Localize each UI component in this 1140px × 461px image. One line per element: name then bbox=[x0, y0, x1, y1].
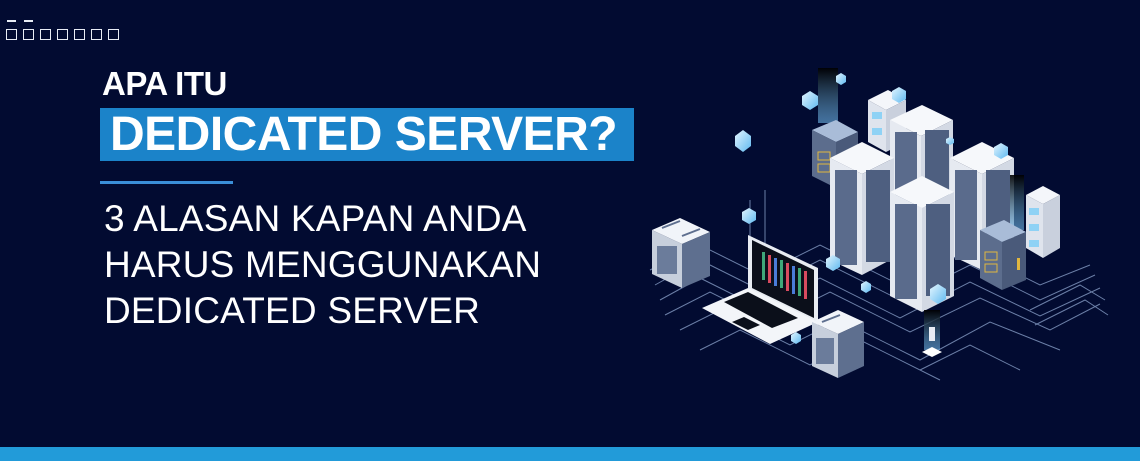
subtitle-line: HARUS MENGGUNAKAN bbox=[104, 244, 542, 285]
server-rack-icon bbox=[652, 218, 710, 288]
server-rack-icon bbox=[1026, 186, 1060, 258]
bar-chart-icon bbox=[762, 252, 807, 299]
cloud-cube-icon bbox=[735, 73, 1008, 344]
server-rack-icon bbox=[980, 175, 1026, 290]
missing-glyph-icon bbox=[6, 20, 17, 40]
kicker-heading: APA ITU bbox=[102, 65, 227, 102]
missing-glyph-icon bbox=[74, 29, 85, 40]
missing-glyph-icon bbox=[57, 29, 68, 40]
server-rack-icon bbox=[922, 310, 942, 357]
accent-divider bbox=[100, 181, 233, 184]
subtitle: 3 ALASAN KAPAN ANDA HARUS MENGGUNAKAN DE… bbox=[104, 196, 541, 334]
subtitle-line: DEDICATED SERVER bbox=[104, 290, 481, 331]
missing-glyph-icon bbox=[91, 29, 102, 40]
data-center-illustration bbox=[649, 68, 1109, 381]
server-rack-icon bbox=[830, 142, 894, 275]
page-title: DEDICATED SERVER? bbox=[110, 108, 618, 161]
broken-image-alt-text bbox=[6, 20, 119, 40]
server-rack-icon bbox=[890, 176, 954, 312]
subtitle-line: 3 ALASAN KAPAN ANDA bbox=[104, 198, 527, 239]
server-rack-icon bbox=[812, 310, 864, 378]
server-rack-icon bbox=[950, 142, 1014, 270]
bottom-accent-stripe bbox=[0, 447, 1140, 461]
title-highlight-box bbox=[100, 108, 634, 161]
missing-glyph-icon bbox=[40, 29, 51, 40]
missing-glyph-icon bbox=[108, 29, 119, 40]
missing-glyph-icon bbox=[23, 20, 34, 40]
laptop-chart-icon bbox=[702, 235, 818, 344]
